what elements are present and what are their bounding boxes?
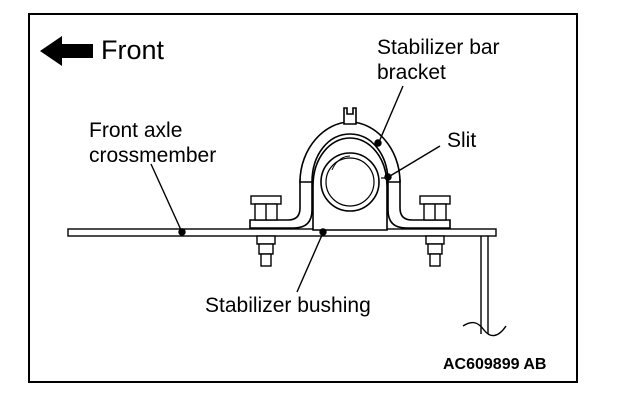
crossmember-label-line2: crossmember bbox=[89, 144, 217, 167]
figure-code: AC609899 AB bbox=[443, 356, 547, 373]
stabilizer-bushing bbox=[312, 137, 388, 231]
crossmember-label: Front axle crossmember bbox=[89, 118, 216, 168]
left-bolt bbox=[250, 195, 282, 267]
bracket-label-line2: bracket bbox=[377, 61, 446, 84]
stabilizer-bar-bracket bbox=[249, 107, 451, 229]
leader-lines bbox=[150, 85, 441, 293]
slit-label: Slit bbox=[447, 129, 477, 152]
diagram-frame bbox=[28, 13, 578, 383]
crossmember-flange bbox=[462, 236, 507, 337]
crossmember-plate bbox=[67, 228, 497, 237]
front-label: Front bbox=[101, 35, 165, 65]
crossmember-label-line1: Front axle bbox=[89, 119, 183, 142]
right-bolt bbox=[419, 195, 451, 267]
bushing-label: Stabilizer bushing bbox=[205, 294, 371, 317]
bracket-label-line1: Stabilizer bar bbox=[377, 36, 500, 59]
arrow-left-icon bbox=[40, 36, 93, 66]
bracket-label: Stabilizer bar bracket bbox=[377, 35, 500, 85]
